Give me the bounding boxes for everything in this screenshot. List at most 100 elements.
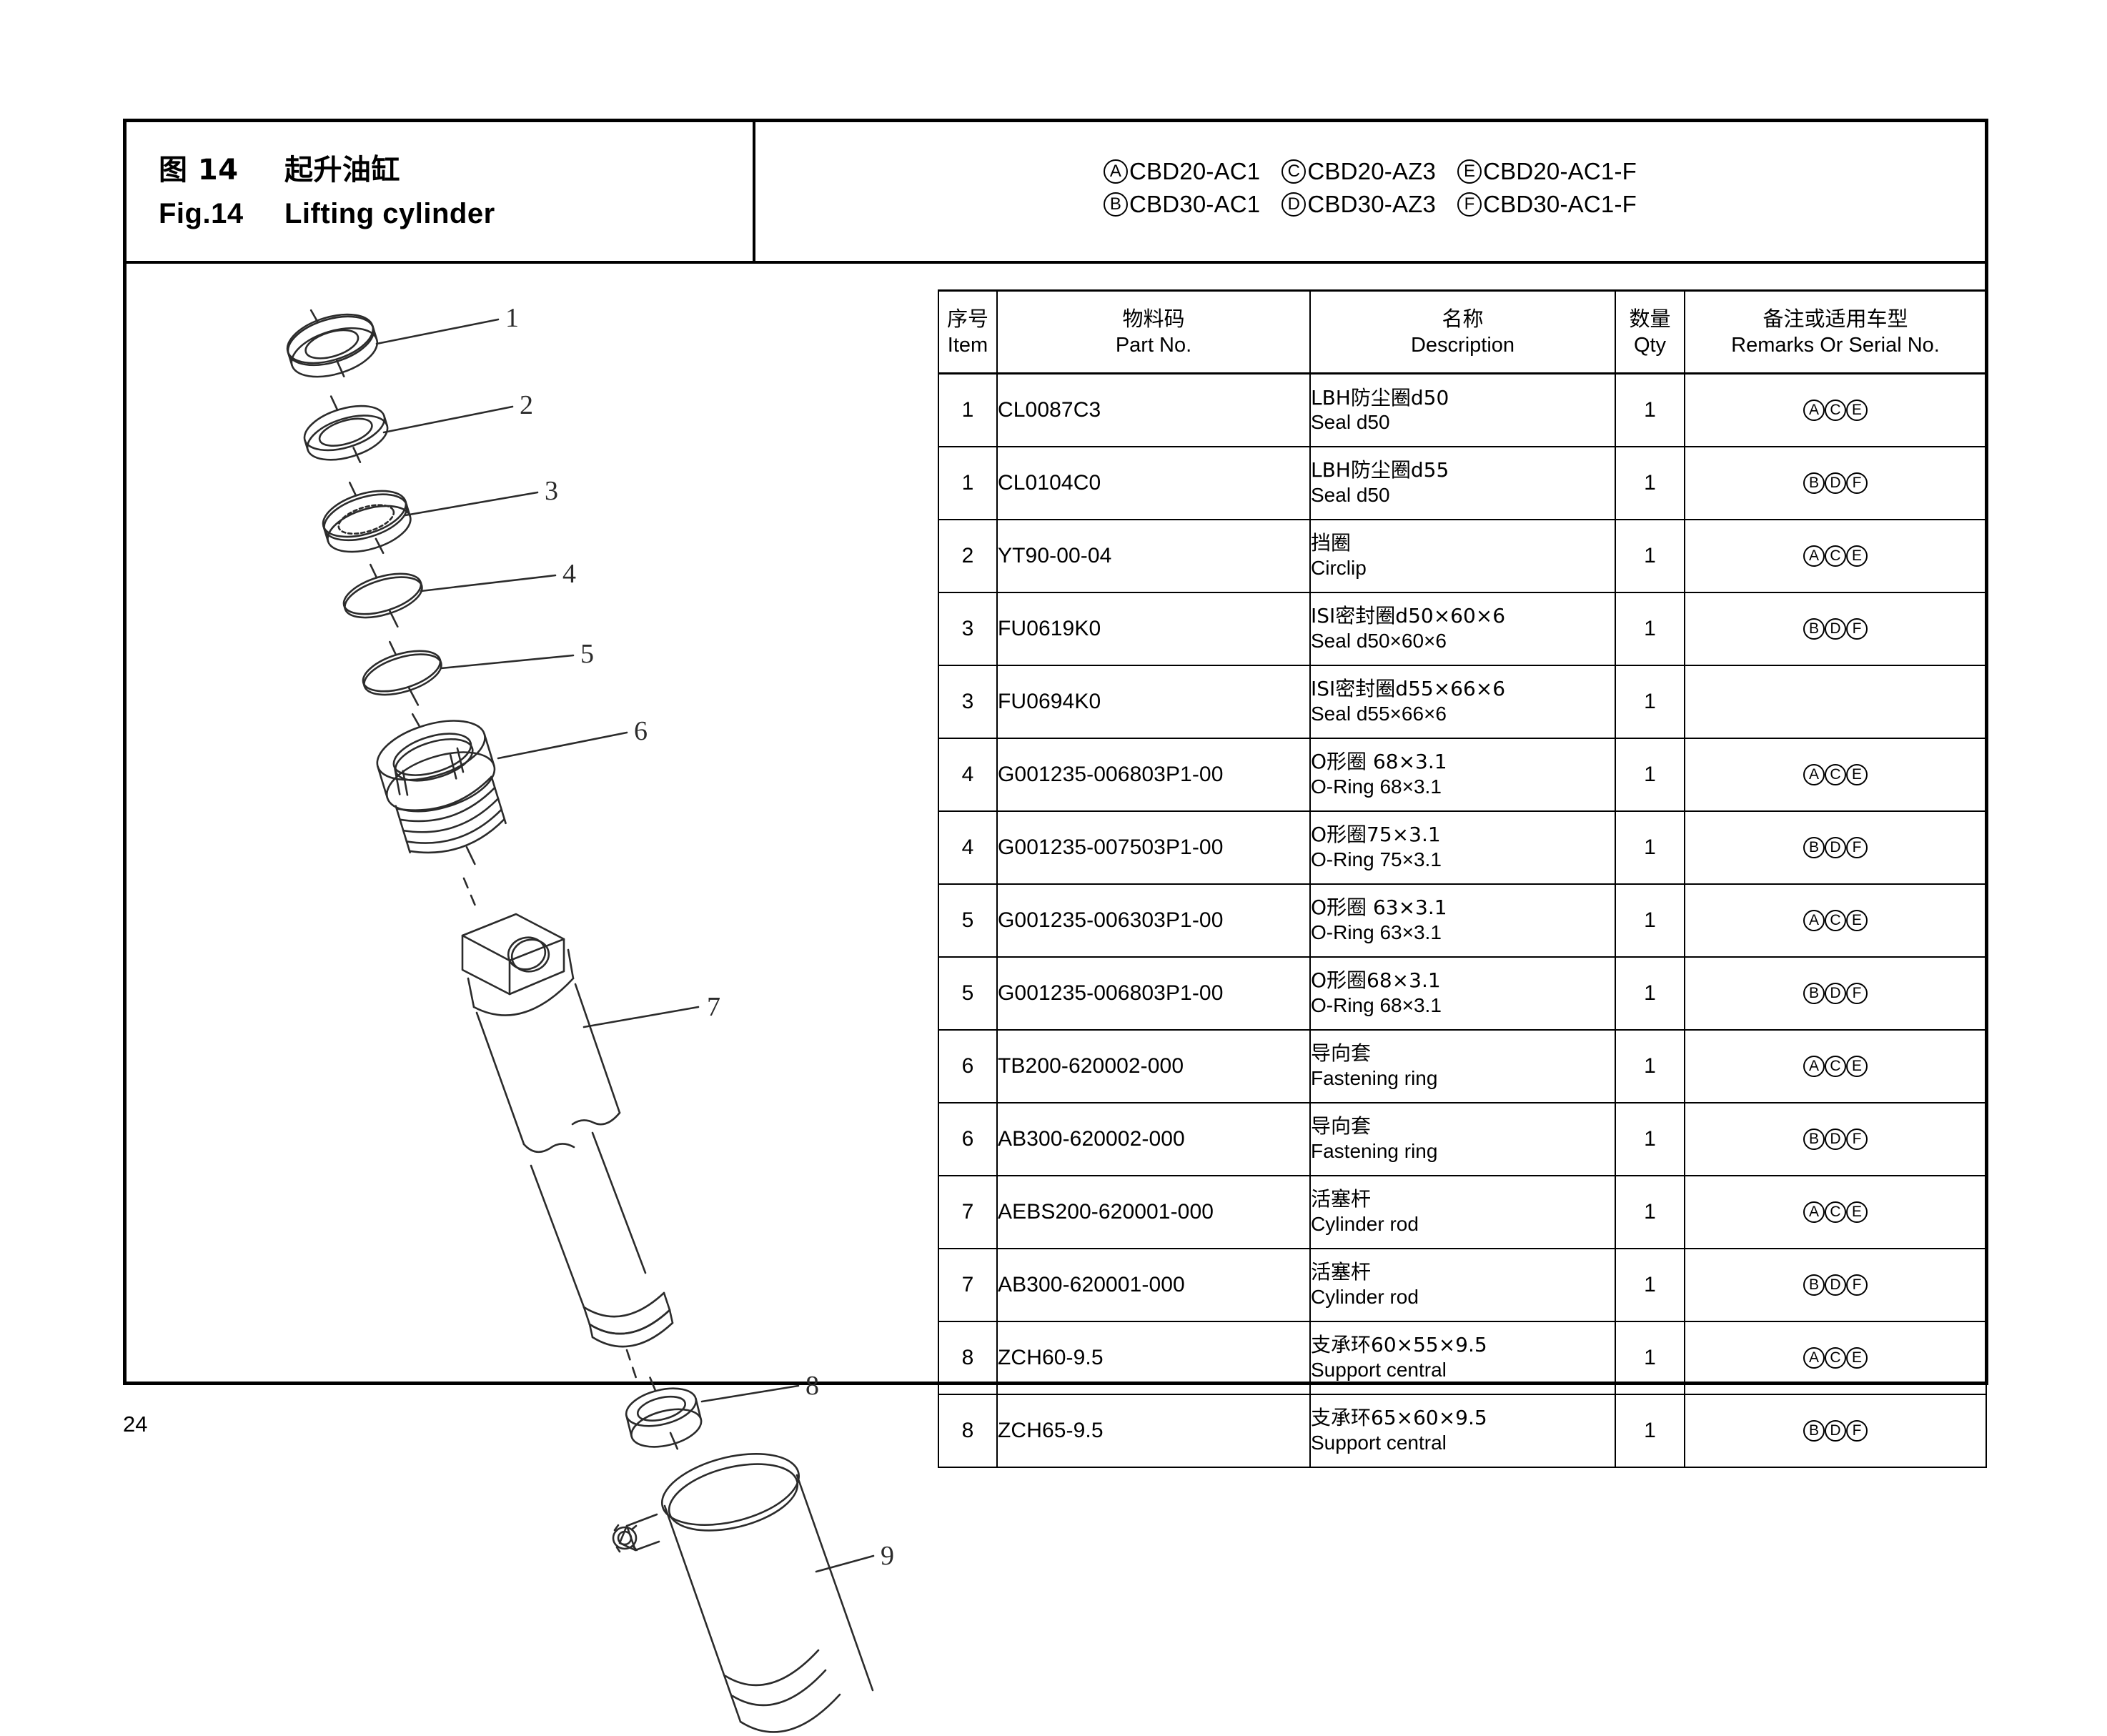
cell-part-no: G001235-006803P1-00 — [996, 737, 1311, 812]
remark-mark-d-icon: D — [1825, 1128, 1846, 1150]
model-mark-f-icon: F — [1457, 192, 1482, 217]
table-header-row: 序号 Item 物料码 Part No. 名称 Description 数量 — [938, 289, 1987, 375]
remark-mark-b-icon: B — [1803, 617, 1825, 640]
figure-title-english: Fig.14 Lifting cylinder — [159, 198, 753, 230]
cell-part-no: ZCH65-9.5 — [996, 1393, 1311, 1468]
model-mark-b-icon: B — [1104, 192, 1128, 217]
remark-mark-e-icon: E — [1846, 1346, 1868, 1369]
model-mark-a-icon: A — [1104, 159, 1128, 184]
remark-mark-d-icon: D — [1825, 617, 1846, 640]
remark-mark-b-icon: B — [1803, 836, 1825, 858]
callout-4: 4 — [562, 559, 576, 589]
remark-mark-f-icon: F — [1846, 1274, 1868, 1296]
leader-9 — [815, 1554, 875, 1573]
description-en: Support central — [1311, 1431, 1447, 1454]
column-header-item-cn: 序号 — [946, 307, 988, 332]
description-en: Support central — [1311, 1358, 1447, 1381]
callout-3: 3 — [545, 476, 558, 506]
description-en: O-Ring 63×3.1 — [1311, 921, 1442, 943]
description-en: Cylinder rod — [1311, 1285, 1419, 1308]
column-header-qty-cn: 数量 — [1629, 307, 1671, 332]
callout-6: 6 — [634, 716, 648, 746]
remark-mark-d-icon: D — [1825, 836, 1846, 858]
cell-part-no: FU0694K0 — [996, 664, 1311, 739]
column-header-part-no: 物料码 Part No. — [996, 289, 1311, 375]
remark-mark-e-icon: E — [1846, 763, 1868, 785]
figure-title-block: 图 14 起升油缸 Fig.14 Lifting cylinder — [127, 122, 755, 261]
column-header-description-cn: 名称 — [1442, 307, 1484, 332]
cell-part-no: FU0619K0 — [996, 591, 1311, 666]
remark-mark-c-icon: C — [1825, 763, 1846, 785]
remark-mark-a-icon: A — [1803, 1346, 1825, 1369]
cell-item: 5 — [938, 883, 998, 958]
cell-part-no: ZCH60-9.5 — [996, 1320, 1311, 1395]
callout-9: 9 — [881, 1541, 894, 1571]
column-header-qty-en: Qty — [1633, 333, 1667, 357]
leader-4 — [420, 574, 557, 592]
remark-mark-e-icon: E — [1846, 545, 1868, 567]
part-6-fastening-ring — [376, 713, 507, 865]
description-cn: O形圈 63×3.1 — [1311, 896, 1447, 920]
remark-mark-d-icon: D — [1825, 1419, 1846, 1442]
remark-mark-d-icon: D — [1825, 982, 1846, 1004]
cell-item: 1 — [938, 445, 998, 520]
cell-item: 5 — [938, 956, 998, 1031]
cell-item: 8 — [938, 1393, 998, 1468]
remark-mark-a-icon: A — [1803, 1055, 1825, 1077]
column-header-part-no-en: Part No. — [1115, 333, 1192, 357]
description-cn: 支承环65×60×9.5 — [1311, 1406, 1487, 1430]
model-code-text: CBD20-AC1 — [1129, 158, 1261, 185]
cell-qty: 1 — [1615, 810, 1685, 885]
cell-part-no: CL0087C3 — [996, 372, 1311, 447]
remark-mark-f-icon: F — [1846, 472, 1868, 494]
cell-part-no: G001235-006803P1-00 — [996, 956, 1311, 1031]
cell-item: 3 — [938, 591, 998, 666]
remark-mark-b-icon: B — [1803, 982, 1825, 1004]
remark-mark-f-icon: F — [1846, 836, 1868, 858]
figure-number-cn: 图 14 — [159, 154, 239, 187]
model-mark-c-icon: C — [1281, 159, 1307, 184]
cell-qty: 1 — [1615, 883, 1685, 958]
cell-part-no: AEBS200-620001-000 — [996, 1174, 1311, 1249]
cell-item: 7 — [938, 1247, 998, 1322]
callout-1: 1 — [505, 303, 519, 333]
description-cn: 挡圈 — [1311, 531, 1352, 555]
part-1-dust-seal — [286, 309, 379, 378]
cell-item: 1 — [938, 372, 998, 447]
cell-part-no: YT90-00-04 — [996, 518, 1311, 593]
remark-mark-c-icon: C — [1825, 1055, 1846, 1077]
leader-6 — [497, 731, 628, 760]
description-cn: O形圈 68×3.1 — [1311, 750, 1447, 774]
cell-qty: 1 — [1615, 1174, 1685, 1249]
cell-item: 6 — [938, 1101, 998, 1176]
cell-part-no: CL0104C0 — [996, 445, 1311, 520]
cell-part-no: AB300-620002-000 — [996, 1101, 1311, 1176]
part-2-ring — [303, 395, 389, 463]
description-cn: 导向套 — [1311, 1114, 1372, 1139]
remark-mark-c-icon: C — [1825, 399, 1846, 421]
remark-mark-c-icon: C — [1825, 909, 1846, 931]
remark-mark-b-icon: B — [1803, 1128, 1825, 1150]
remark-mark-e-icon: E — [1846, 909, 1868, 931]
